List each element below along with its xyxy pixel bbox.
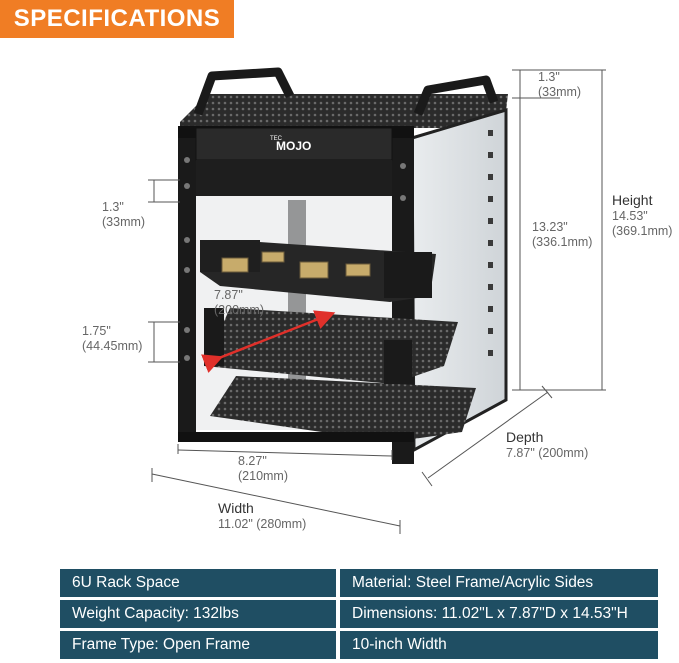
specifications-banner: SPECIFICATIONS [0,0,234,38]
brand-panel [195,127,393,161]
left-handle [193,67,295,116]
dim-depth: Depth 7.87" (200mm) [506,429,589,460]
dim-width: Width 11.02" (280mm) [218,500,307,531]
spec-row: 6U Rack Space Material: Steel Frame/Acry… [60,569,660,597]
spec-material: Material: Steel Frame/Acrylic Sides [340,569,658,597]
spec-width: 10-inch Width [340,631,658,659]
dim-top-gap: 1.3"(33mm) [538,70,582,99]
left-front-post [178,128,196,434]
spec-row: Frame Type: Open Frame 10-inch Width [60,631,660,659]
rack-diagram: TEC MOJO [0,40,679,560]
brand-name: MOJO [276,139,311,153]
spec-rack-space: 6U Rack Space [60,569,336,597]
spec-frame-type: Frame Type: Open Frame [60,631,336,659]
dim-inner-height: 13.23"(336.1mm) [532,220,593,249]
right-handle [413,75,499,116]
brand-small: TEC [270,136,283,142]
spec-row: Weight Capacity: 132lbs Dimensions: 11.0… [60,600,660,628]
dim-inner-width: 8.27"(210mm) [238,454,289,483]
dim-shelf-gap: 1.75"(44.45mm) [82,324,143,353]
spec-table: 6U Rack Space Material: Steel Frame/Acry… [60,569,660,662]
dim-height: Height 14.53"(369.1mm) [612,192,673,238]
spec-weight-capacity: Weight Capacity: 132lbs [60,600,336,628]
shelf-depth-arrow [201,310,336,373]
bottom-shelf [210,376,476,442]
spec-dimensions: Dimensions: 11.02"L x 7.87"D x 14.53"H [340,600,658,628]
rack-illustration: TEC MOJO [148,67,606,534]
dim-shelf-depth: 7.87"(200mm) [214,288,265,317]
dim-rack-unit: 1.3"(33mm) [102,200,146,229]
